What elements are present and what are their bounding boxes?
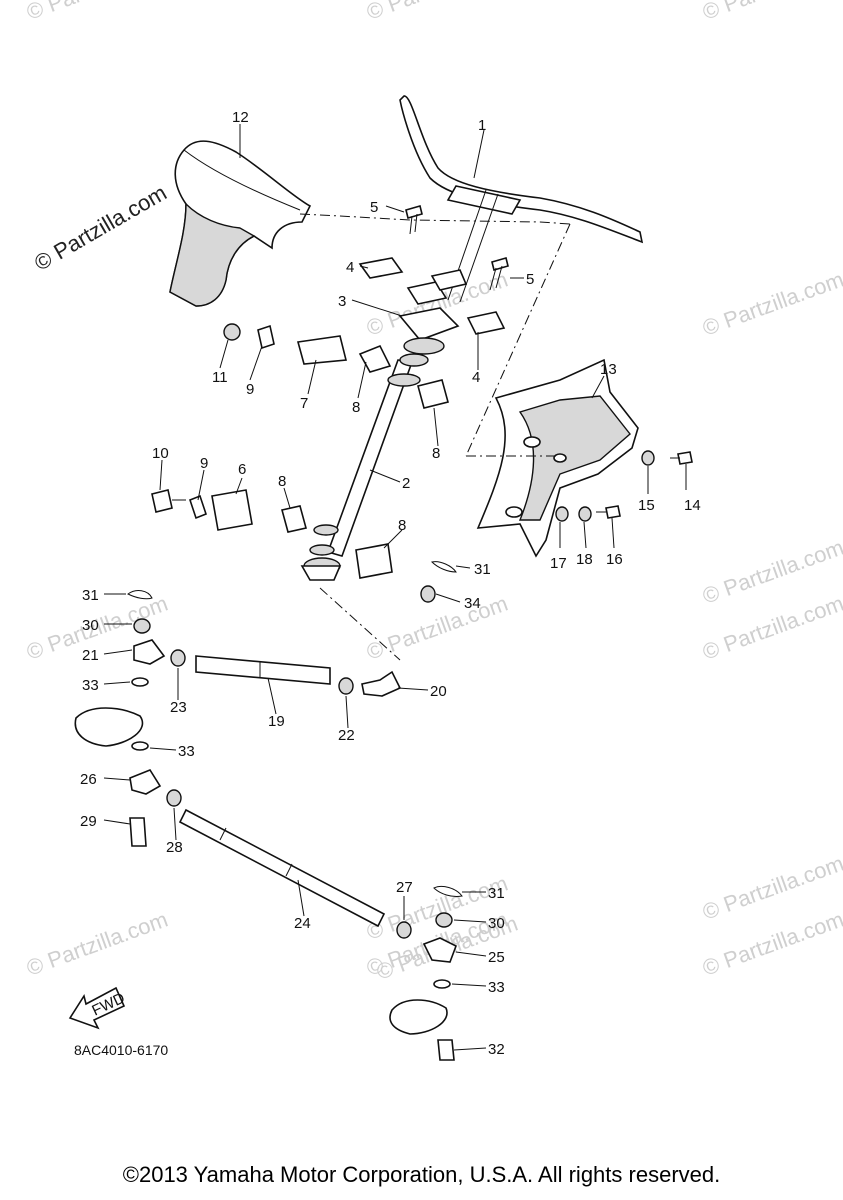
watermark-text: © Partzilla.com xyxy=(23,907,171,981)
callout-23: 23 xyxy=(170,699,187,716)
callout-17: 17 xyxy=(550,555,567,572)
callout-24: 24 xyxy=(294,915,311,932)
callout-2: 2 xyxy=(402,475,410,492)
callout-27: 27 xyxy=(396,879,413,896)
callout-4a: 4 xyxy=(346,259,354,276)
column-clamps xyxy=(358,257,506,387)
callout-15: 15 xyxy=(638,497,655,514)
leader-lines xyxy=(103,124,687,1051)
callout-21: 21 xyxy=(82,647,99,664)
callout-33c: 33 xyxy=(488,979,505,996)
callout-5a: 5 xyxy=(370,199,378,216)
callout-32: 32 xyxy=(488,1041,505,1058)
callout-labels: 1 2 3 4 4 5 5 6 7 8 8 8 8 9 9 10 11 12 1… xyxy=(80,109,701,1058)
reference-code: 8AC4010-6170 xyxy=(74,1042,169,1058)
callout-8d: 8 xyxy=(398,517,406,534)
upper-tie-rod xyxy=(74,561,457,751)
callout-8a: 8 xyxy=(352,399,360,416)
callout-34: 34 xyxy=(464,595,481,612)
callout-16: 16 xyxy=(606,551,623,568)
callout-20: 20 xyxy=(430,683,447,700)
steering-column xyxy=(300,359,414,581)
callout-33b: 33 xyxy=(178,743,195,760)
callout-6: 6 xyxy=(238,461,246,478)
callout-30a: 30 xyxy=(82,617,99,634)
callout-8b: 8 xyxy=(432,445,440,462)
callout-7: 7 xyxy=(300,395,308,412)
cover-fasteners xyxy=(555,450,693,522)
callout-26: 26 xyxy=(80,771,97,788)
callout-8c: 8 xyxy=(278,473,286,490)
watermark-text: © Partzilla.com xyxy=(363,591,511,665)
callout-30b: 30 xyxy=(488,915,505,932)
handle-cover xyxy=(169,140,312,307)
callout-9a: 9 xyxy=(246,381,254,398)
callout-29: 29 xyxy=(80,813,97,830)
callout-28: 28 xyxy=(166,839,183,856)
callout-9b: 9 xyxy=(200,455,208,472)
callout-12: 12 xyxy=(232,109,249,126)
brackets xyxy=(151,323,449,579)
callout-25: 25 xyxy=(488,949,505,966)
callout-5b: 5 xyxy=(526,271,534,288)
watermark-text: © Partzilla.com xyxy=(363,0,511,25)
assembly-lines xyxy=(299,213,571,661)
callout-31c: 31 xyxy=(488,885,505,902)
watermark-text: © Partzilla.com xyxy=(23,0,171,25)
handlebar xyxy=(399,95,644,303)
watermark-text: © Partzilla.com xyxy=(699,267,843,341)
callout-18: 18 xyxy=(576,551,593,568)
callout-4b: 4 xyxy=(472,369,480,386)
column-cover xyxy=(476,358,639,558)
callout-11: 11 xyxy=(212,369,228,386)
callout-31a: 31 xyxy=(82,587,99,604)
watermark-text: © Partzilla.com xyxy=(699,0,843,25)
callout-22: 22 xyxy=(338,727,355,744)
copyright-notice: ©2013 Yamaha Motor Corporation, U.S.A. A… xyxy=(122,1162,721,1187)
callout-19: 19 xyxy=(268,713,285,730)
lower-tie-rod xyxy=(129,769,463,1061)
fwd-arrow-icon: FWD xyxy=(68,986,128,1030)
callout-1: 1 xyxy=(478,117,486,134)
callout-14: 14 xyxy=(684,497,701,514)
callout-31b: 31 xyxy=(474,561,491,578)
callout-33a: 33 xyxy=(82,677,99,694)
callout-10: 10 xyxy=(152,445,169,462)
bolts-5 xyxy=(405,205,509,291)
callout-13: 13 xyxy=(600,361,617,378)
callout-3: 3 xyxy=(338,293,346,310)
